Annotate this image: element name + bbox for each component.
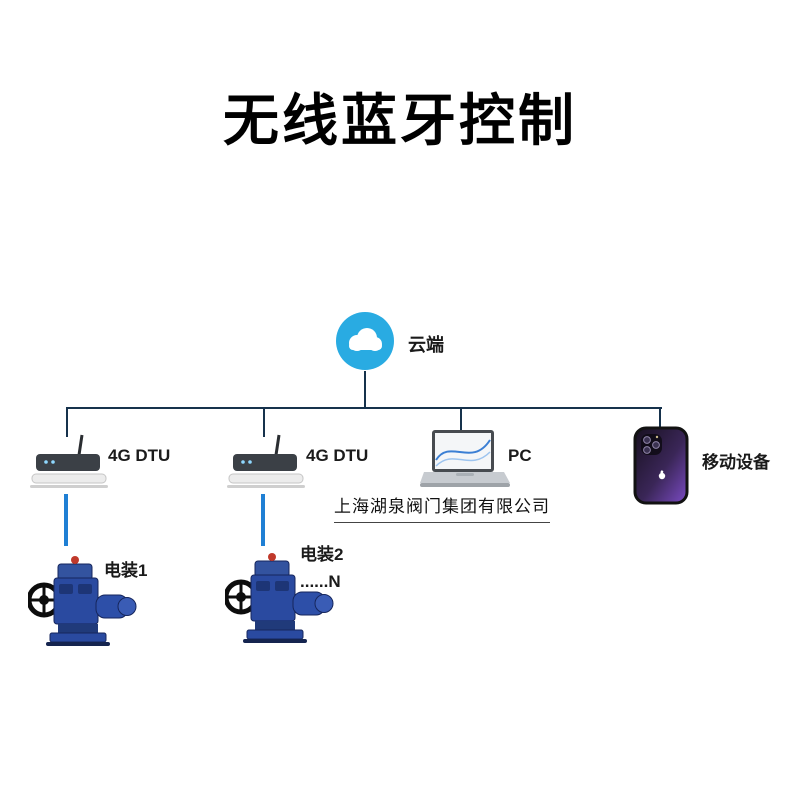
- link-dtu1-actuator1: [64, 494, 68, 546]
- link-dtu2-actuator2: [261, 494, 265, 546]
- router-icon: [225, 434, 315, 497]
- router-icon: [28, 434, 118, 497]
- mobile-label: 移动设备: [702, 453, 770, 472]
- valve-actuator-icon: [26, 556, 138, 652]
- cloud-label: 云端: [408, 335, 444, 355]
- branch-line-mobile: [659, 407, 661, 430]
- smartphone-icon: [632, 426, 692, 510]
- branch-line-dtu1: [66, 407, 68, 437]
- actuator1-node: [26, 548, 138, 648]
- bus-line: [66, 407, 662, 409]
- laptop-icon: [420, 430, 510, 494]
- mobile-node: [632, 426, 692, 506]
- dtu2-node: [225, 433, 315, 493]
- page-title: 无线蓝牙控制: [223, 89, 577, 152]
- cloud-drop-line: [364, 371, 366, 408]
- valve-actuator-icon: [223, 553, 335, 649]
- branch-line-pc: [460, 407, 462, 430]
- actuator2-node: [223, 545, 335, 645]
- dtu2-label: 4G DTU: [306, 446, 369, 465]
- actuator2-sublabel: ......N: [300, 572, 341, 591]
- cloud-node: [336, 312, 394, 370]
- pc-label: PC: [508, 446, 532, 465]
- dtu1-node: [28, 433, 118, 493]
- actuator2-label: 电装2: [300, 545, 344, 564]
- watermark-text: 上海湖泉阀门集团有限公司: [334, 492, 550, 523]
- dtu1-label: 4G DTU: [108, 446, 171, 465]
- cloud-icon: [336, 312, 394, 374]
- actuator1-label: 电装1: [104, 561, 148, 580]
- branch-line-dtu2: [263, 407, 265, 437]
- pc-node: [420, 428, 510, 490]
